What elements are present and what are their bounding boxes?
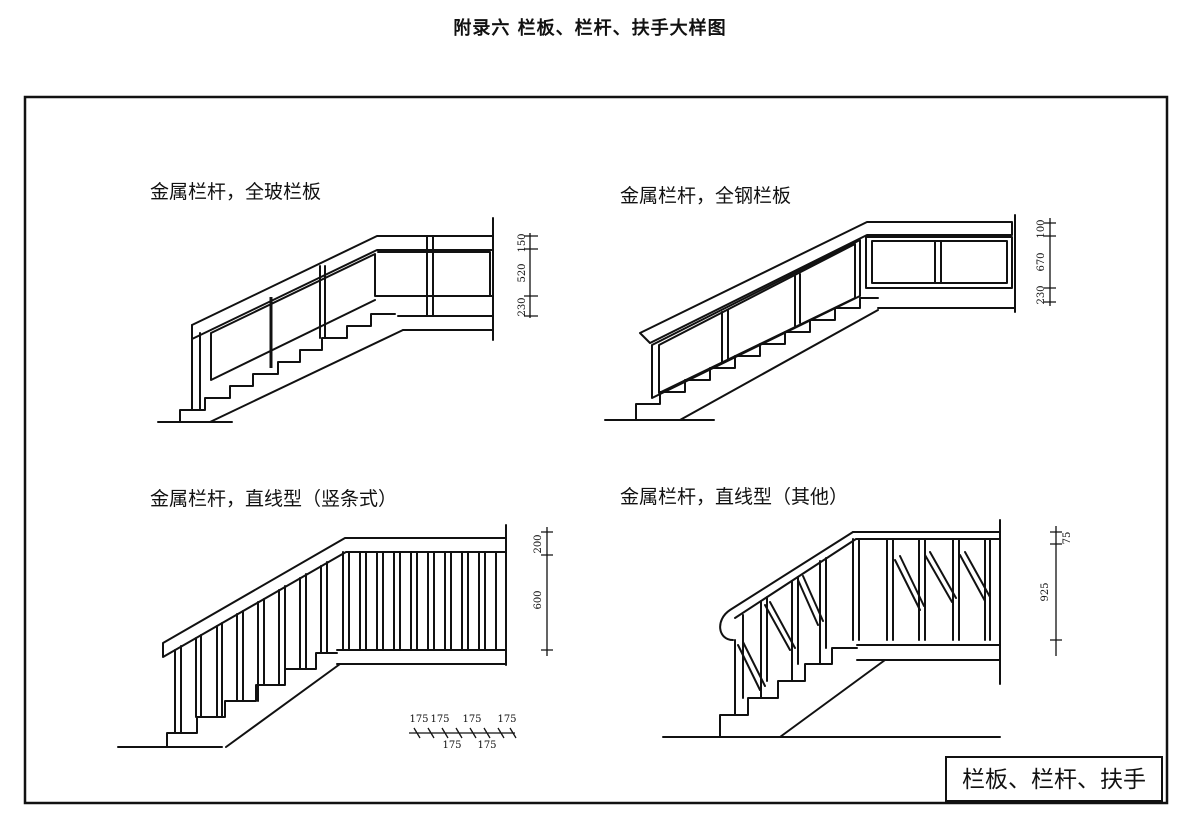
panel-label: 金属栏杆，直线型（竖条式） [150,488,397,510]
page-title: 附录六 栏板、栏杆、扶手大样图 [453,18,727,39]
dim-100: 100 [1036,219,1047,238]
dim-150: 150 [517,233,528,252]
spacing-175: 175 [462,714,481,725]
title-stamp: 栏板、栏杆、扶手 [945,756,1163,802]
panel-glass-railing: 金属栏杆，全玻栏板 150 520 230 [150,181,538,423]
panel-steel-railing: 金属栏杆，全钢栏板 100 670 230 [604,185,1056,421]
dim-75: 75 [1062,532,1073,545]
panel-other-railing: 金属栏杆，直线型（其他） 75 925 [620,486,1073,738]
panel-label: 金属栏杆，全钢栏板 [620,185,791,207]
spacing-175: 175 [430,714,449,725]
spacing-175: 175 [409,714,428,725]
title-stamp-text: 栏板、栏杆、扶手 [962,767,1146,793]
spacing-175: 175 [497,714,516,725]
dim-230: 230 [1036,285,1047,304]
dim-670: 670 [1036,252,1047,271]
dim-925: 925 [1040,582,1051,601]
dim-520: 520 [517,263,528,282]
panel-vertical-bar-railing: 金属栏杆，直线型（竖条式） 200 600 175 175 175 175 17… [117,488,553,751]
spacing-175: 175 [477,740,496,751]
spacing-175: 175 [442,740,461,751]
panel-label: 金属栏杆，直线型（其他） [620,486,848,508]
dim-600: 600 [533,590,544,609]
panel-label: 金属栏杆，全玻栏板 [150,181,321,203]
sheet-frame [23,95,1169,805]
dim-200: 200 [533,534,544,553]
dim-230: 230 [517,297,528,316]
